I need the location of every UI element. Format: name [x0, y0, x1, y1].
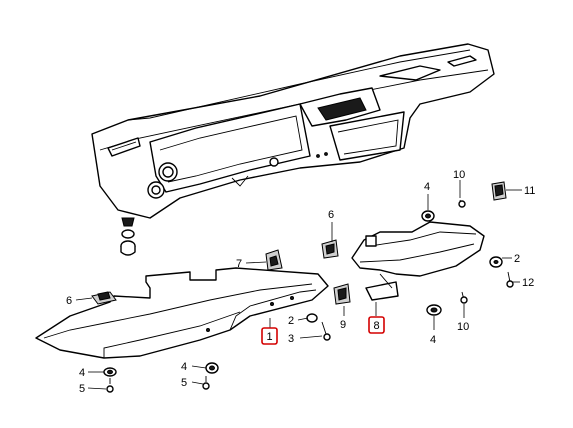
- highlight-box-1: [261, 327, 278, 345]
- callout-labels: 6 7 6 4 10 11 2 12 2 3 9 4 10 4 5 4 5 1 …: [66, 169, 535, 395]
- grommet-clip: [120, 217, 136, 256]
- clip-11: [491, 181, 507, 201]
- callout-8[interactable]: 8: [374, 320, 380, 332]
- callout-4-center: 4: [181, 361, 187, 373]
- callout-7: 7: [236, 258, 242, 270]
- nuts-2: [306, 256, 503, 323]
- callout-10-bottom: 10: [457, 321, 469, 333]
- callout-4-left: 4: [79, 367, 85, 379]
- callout-3: 3: [288, 333, 294, 345]
- clip-7: [265, 249, 283, 271]
- callout-6-upper: 6: [328, 209, 334, 221]
- callout-2-center: 2: [288, 315, 294, 327]
- callout-5-center: 5: [181, 377, 187, 389]
- lower-trim-panel: [35, 267, 329, 359]
- callout-2-right: 2: [514, 253, 520, 265]
- callout-5-left: 5: [79, 383, 85, 395]
- clip-6-upper: [321, 239, 339, 259]
- washers-4: [103, 210, 442, 377]
- right-duct-panel: [351, 221, 485, 301]
- callout-4-right: 4: [430, 334, 436, 346]
- highlight-box-8: [368, 316, 385, 334]
- callout-11: 11: [524, 185, 535, 197]
- leader-lines: [75, 180, 522, 390]
- callout-6-left: 6: [66, 295, 72, 307]
- clip-6-left: [91, 291, 117, 305]
- callout-9: 9: [340, 319, 346, 331]
- callout-12: 12: [522, 277, 534, 289]
- callout-1[interactable]: 1: [267, 331, 273, 343]
- clip-9: [333, 283, 351, 305]
- screws: [106, 199, 514, 393]
- callout-10-top: 10: [453, 169, 465, 181]
- callout-4-top: 4: [424, 181, 430, 193]
- dashboard-assembly: [91, 43, 495, 219]
